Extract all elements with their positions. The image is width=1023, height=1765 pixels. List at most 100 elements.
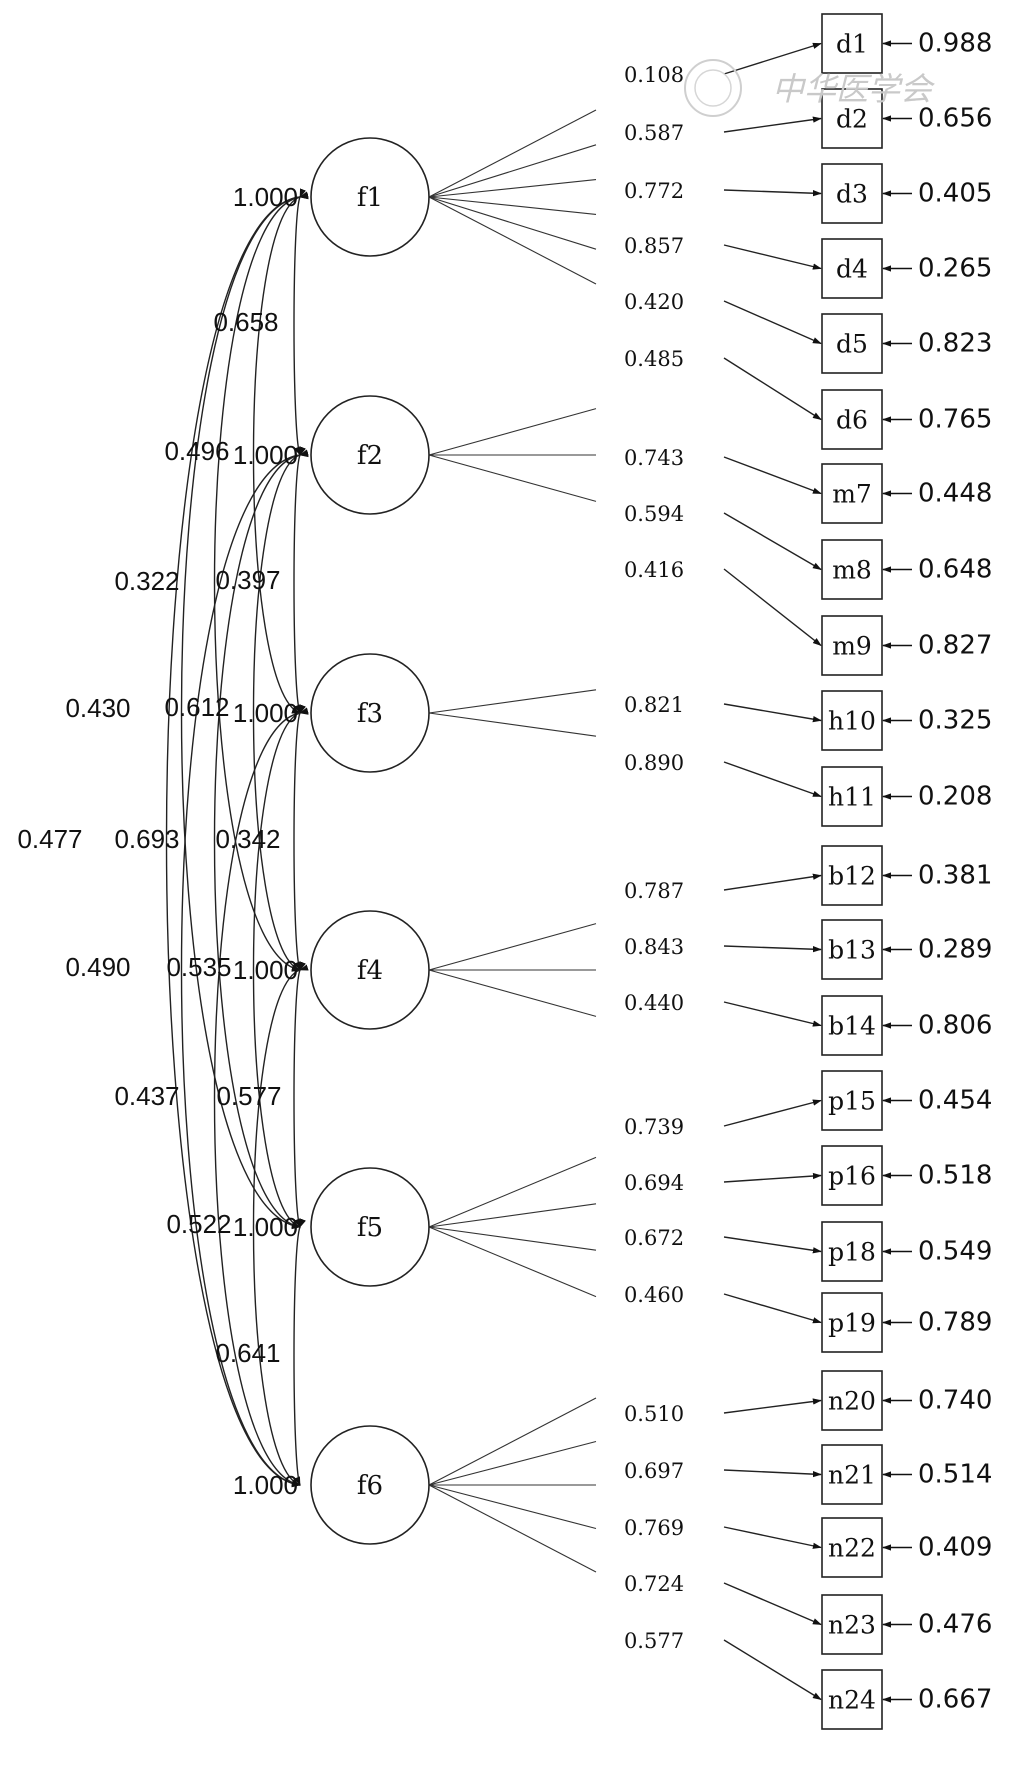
indicator-label-p18: p18 <box>828 1238 876 1267</box>
fan-line-f6-n20 <box>428 1397 597 1486</box>
error-label-n20: 0.740 <box>918 1386 992 1416</box>
indicator-label-n22: n22 <box>828 1534 876 1563</box>
correlation-arc-f3-f4 <box>293 704 306 971</box>
correlation-label-f3-f4: 0.342 <box>215 824 280 854</box>
fan-line-f6-n24 <box>428 1484 597 1573</box>
factor-variance-f6: 1.000 <box>233 1470 298 1500</box>
error-label-b12: 0.381 <box>918 861 992 891</box>
indicator-d3: d3 <box>821 163 883 224</box>
indicator-box-h10 <box>821 690 883 751</box>
indicator-b12: b12 <box>821 845 883 906</box>
loading-arrow-p18 <box>723 1236 822 1254</box>
indicator-label-d5: d5 <box>836 330 868 359</box>
correlation-label-f2-f5: 0.693 <box>114 824 179 854</box>
error-label-n24: 0.667 <box>918 1685 992 1715</box>
indicator-box-b14 <box>821 995 883 1056</box>
loading-arrow-n21 <box>723 1469 822 1478</box>
fan-line-f1-d1 <box>428 109 597 198</box>
indicator-label-n23: n23 <box>828 1611 876 1640</box>
loading-arrow-n20 <box>723 1398 822 1414</box>
loading-label-b14: 0.440 <box>624 991 684 1015</box>
indicator-label-m8: m8 <box>832 556 872 585</box>
factor-label-f4: f4 <box>357 956 383 986</box>
indicator-label-p19: p19 <box>828 1309 876 1338</box>
indicator-box-p18 <box>821 1221 883 1282</box>
loading-label-d2: 0.587 <box>624 121 684 145</box>
indicator-n21: n21 <box>821 1444 883 1505</box>
loading-arrow-p15 <box>723 1099 822 1127</box>
indicator-box-d5 <box>821 313 883 374</box>
loading-arrow-m7 <box>723 456 822 495</box>
indicator-m7: m7 <box>821 463 883 524</box>
correlation-label-f1-f5: 0.430 <box>65 693 130 723</box>
fan-line-f5-p19 <box>428 1226 597 1298</box>
loading-label-b12: 0.787 <box>624 879 684 903</box>
watermark-seal-icon <box>684 59 742 117</box>
indicator-label-h10: h10 <box>828 707 876 736</box>
indicator-box-d1 <box>821 13 883 74</box>
fan-line-f2-m7 <box>428 408 597 456</box>
indicator-box-p16 <box>821 1145 883 1206</box>
indicator-box-b12 <box>821 845 883 906</box>
correlation-arcs <box>165 188 309 1488</box>
factor-f4: f4 <box>310 910 430 1030</box>
indicator-p19: p19 <box>821 1292 883 1353</box>
factor-circle-f6 <box>310 1425 430 1545</box>
correlation-label-f2-f3: 0.397 <box>215 565 280 595</box>
error-label-n23: 0.476 <box>918 1610 992 1640</box>
indicator-label-b12: b12 <box>828 862 876 891</box>
indicator-p15: p15 <box>821 1070 883 1131</box>
indicator-label-m9: m9 <box>832 632 872 661</box>
error-label-n22: 0.409 <box>918 1533 992 1563</box>
indicator-label-b14: b14 <box>828 1012 876 1041</box>
loading-label-p18: 0.672 <box>624 1226 684 1250</box>
indicator-label-d3: d3 <box>836 180 868 209</box>
loading-arrow-d5 <box>723 300 822 345</box>
factor-variance-f3: 1.000 <box>233 698 298 728</box>
indicator-label-n20: n20 <box>828 1387 876 1416</box>
factor-f5: f5 <box>310 1167 430 1287</box>
loading-arrow-d4 <box>723 244 822 270</box>
fan-line-f3-h11 <box>428 712 597 737</box>
indicator-n23: n23 <box>821 1594 883 1655</box>
indicator-box-p19 <box>821 1292 883 1353</box>
factor-circle-f1 <box>310 137 430 257</box>
fan-line-f1-d5 <box>428 196 597 250</box>
indicator-box-m9 <box>821 615 883 676</box>
correlation-arc-f1-f3 <box>252 191 309 714</box>
watermark-text: 中华医学会 <box>772 70 935 108</box>
loading-label-d4: 0.857 <box>624 234 684 258</box>
error-label-m7: 0.448 <box>918 479 992 509</box>
indicator-box-b13 <box>821 919 883 980</box>
correlation-arc-f2-f6 <box>180 450 309 1488</box>
fan-line-f3-h10 <box>428 689 597 714</box>
loading-label-m7: 0.743 <box>624 446 684 470</box>
loading-arrow-h10 <box>723 703 822 723</box>
indicator-box-d6 <box>821 389 883 450</box>
error-label-p18: 0.549 <box>918 1237 992 1267</box>
loading-label-p15: 0.739 <box>624 1115 684 1139</box>
indicator-box-d4 <box>821 238 883 299</box>
factor-circle-f5 <box>310 1167 430 1287</box>
correlation-label-f3-f6: 0.437 <box>114 1081 179 1111</box>
indicator-box-n22 <box>821 1517 883 1578</box>
loading-label-p16: 0.694 <box>624 1171 684 1195</box>
correlation-arc-f3-f6 <box>213 708 309 1487</box>
loading-arrow-d2 <box>723 116 822 133</box>
correlation-arc-f2-f5 <box>213 450 309 1229</box>
factor-label-f1: f1 <box>357 183 383 213</box>
indicator-d4: d4 <box>821 238 883 299</box>
indicator-d6: d6 <box>821 389 883 450</box>
loading-arrow-n22 <box>723 1526 822 1549</box>
loading-label-h10: 0.821 <box>624 693 684 717</box>
fan-line-f1-d2 <box>428 144 597 198</box>
indicator-items: d1d2d3d4d5d6m7m8m9h10h11b12b13b14p15p16p… <box>821 13 883 1730</box>
loading-label-m8: 0.594 <box>624 502 684 526</box>
loading-arrow-d1 <box>723 42 822 75</box>
loading-arrow-h11 <box>723 761 822 798</box>
correlation-label-f1-f4: 0.322 <box>114 566 179 596</box>
indicator-box-d3 <box>821 163 883 224</box>
correlation-label-f2-f6: 0.490 <box>65 952 130 982</box>
indicator-n20: n20 <box>821 1370 883 1431</box>
